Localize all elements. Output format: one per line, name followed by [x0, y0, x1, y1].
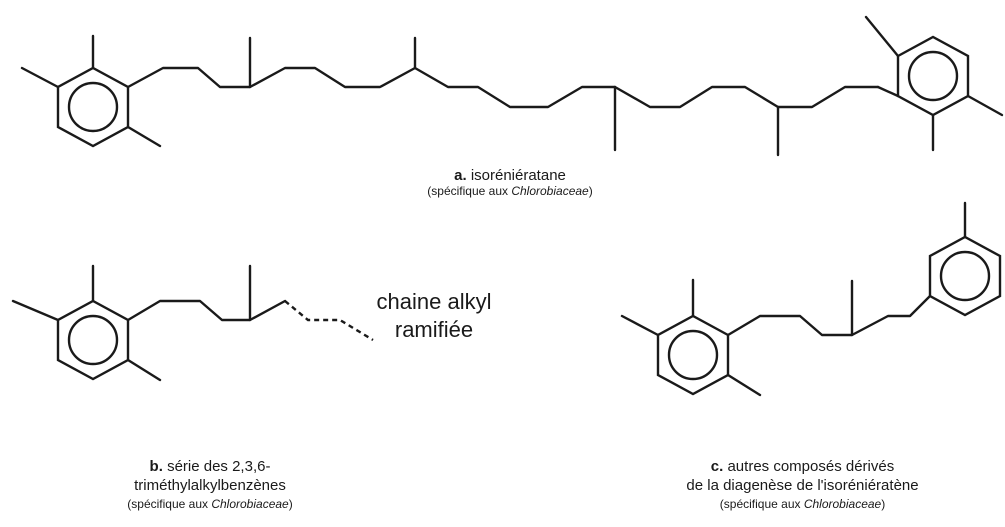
structure-b-ring-aromatic-circle: [67, 314, 119, 366]
structure-b-chain: [126, 299, 287, 322]
structure-b-trimethylalkylbenzene: [11, 264, 374, 382]
structure-a-left-methyl-bottom: [126, 125, 162, 148]
caption-c-note-taxon: Chlorobiaceae: [803, 497, 882, 511]
caption-c-name-line1: autres composés dérivés: [727, 458, 895, 475]
structure-b-methyl-left: [11, 299, 60, 322]
caption-a-letter: a.: [454, 167, 467, 184]
structure-a-right-methyl-top: [864, 15, 900, 58]
caption-a-note-prefix: (spécifique aux: [427, 184, 512, 198]
structure-c-left-methyl-left: [620, 314, 660, 337]
chain-label: chaine alkyl ramifiée: [364, 288, 504, 343]
structure-a-right-ring-aromatic-circle: [907, 50, 959, 102]
caption-c-note: (spécifique aux Chlorobiaceae): [610, 497, 995, 511]
caption-a: a. isoréniératane: [300, 167, 720, 185]
structure-a-right-ring-link: [876, 85, 900, 98]
caption-b-note-taxon: Chlorobiaceae: [211, 497, 289, 511]
structure-c-left-ring-aromatic-circle: [667, 329, 719, 381]
caption-c-note-suffix: ): [881, 497, 886, 511]
structure-c-chain: [726, 294, 932, 337]
caption-c-letter: c.: [710, 458, 724, 475]
caption-b-letter: b.: [149, 458, 163, 475]
caption-c: c. autres composés dérivés: [610, 458, 995, 476]
chain-label-line1: chaine alkyl: [376, 289, 492, 314]
structure-a-chain: [126, 66, 880, 109]
structure-a-isorenieratane: [20, 15, 1004, 157]
structure-c-left-methyl-bottom: [726, 373, 762, 397]
structure-a-left-ring-aromatic-circle: [67, 81, 119, 133]
structure-c-derived-compound: [620, 201, 1002, 397]
caption-a-note-taxon: Chlorobiaceae: [511, 184, 589, 198]
structure-a-right-methyl-right: [966, 94, 1004, 117]
structure-b-chain-continuation-dashed: [284, 300, 374, 342]
structure-c-right-ring-aromatic-circle: [939, 250, 991, 302]
caption-a-note-suffix: ): [588, 184, 593, 198]
caption-b-note: (spécifique aux Chlorobiaceae): [60, 497, 360, 511]
caption-b-name-line2: triméthylalkylbenzènes: [134, 477, 286, 494]
caption-c-name-line2: de la diagenèse de l'isoréniératène: [686, 477, 919, 494]
structure-b-methyl-bottom: [126, 358, 162, 382]
caption-c-line2: de la diagenèse de l'isoréniératène: [610, 477, 995, 495]
caption-a-name: isoréniératane: [470, 167, 566, 184]
caption-c-note-prefix: (spécifique aux: [719, 497, 804, 511]
caption-b-name-line1: série des 2,3,6-: [167, 458, 271, 475]
structure-a-left-methyl-left: [20, 66, 60, 89]
caption-b-note-suffix: ): [288, 497, 293, 511]
structure-c-right-ring: [928, 235, 1002, 317]
caption-a-note: (spécifique aux Chlorobiaceae): [300, 184, 720, 198]
caption-b: b. série des 2,3,6-: [60, 458, 360, 476]
caption-b-note-prefix: (spécifique aux: [127, 497, 212, 511]
caption-b-line2: triméthylalkylbenzènes: [60, 477, 360, 495]
chain-label-line2: ramifiée: [394, 316, 474, 342]
